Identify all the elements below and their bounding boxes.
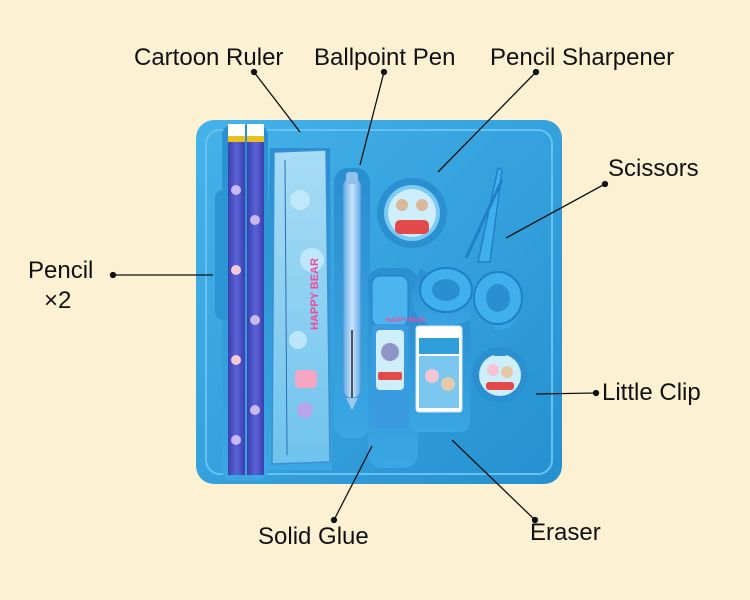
label-scissors: Scissors bbox=[608, 155, 699, 182]
cartoon-ruler: HAPPY BEAR bbox=[271, 149, 331, 465]
label-cartoon-ruler: Cartoon Ruler bbox=[134, 44, 284, 71]
scissors bbox=[419, 166, 523, 325]
eraser bbox=[415, 325, 463, 413]
glue-brand-text: HAPPY BEAR bbox=[386, 318, 426, 324]
pencil-pair bbox=[228, 124, 264, 475]
label-pencil: Pencil bbox=[28, 257, 94, 284]
ballpoint-pen bbox=[342, 172, 362, 410]
callout-lines bbox=[109, 68, 609, 524]
label-ballpoint-pen: Ballpoint Pen bbox=[314, 44, 456, 71]
label-little-clip: Little Clip bbox=[602, 379, 701, 406]
ruler-brand-text: HAPPY BEAR bbox=[309, 258, 321, 330]
little-clip bbox=[472, 347, 528, 403]
pencil-sharpener bbox=[377, 178, 447, 248]
label-pencil-count: ×2 bbox=[44, 287, 72, 314]
glue-stick: HAPPY BEAR bbox=[371, 275, 426, 428]
label-eraser: Eraser bbox=[530, 519, 601, 546]
label-solid-glue: Solid Glue bbox=[258, 523, 369, 550]
label-pencil-sharpener: Pencil Sharpener bbox=[490, 44, 675, 71]
